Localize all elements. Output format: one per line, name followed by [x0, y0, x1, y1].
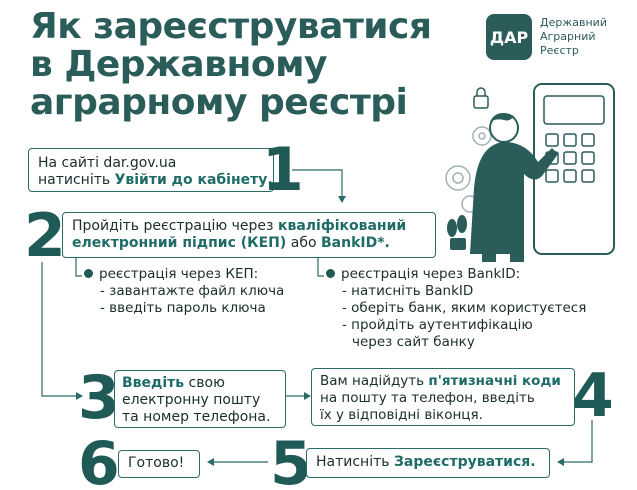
step-3-number: 3: [78, 363, 120, 433]
step-3-box: Введіть свою електронну пошту та номер т…: [114, 370, 286, 428]
kep-instructions: реєстрація через КЕП: - завантажте файл …: [84, 266, 284, 317]
done-text: Готово!: [128, 455, 185, 471]
registration-illustration-icon: [445, 83, 615, 262]
step-5-box: Натисніть Зареєструватися.: [306, 448, 550, 478]
step-1-line-1: На сайті dar.gov.ua: [38, 155, 177, 171]
title-line-1: Як зареєструватися: [30, 6, 432, 47]
login-cabinet-link: Увійти до кабінету.: [114, 172, 273, 188]
step-3-line-3: та номер телефона.: [122, 409, 271, 425]
step-6-box: Готово!: [118, 450, 200, 478]
step-3-line-1: Введіть свою: [122, 375, 225, 391]
step-1-box: На сайті dar.gov.ua натисніть Увійти до …: [28, 148, 274, 192]
step-2-line-2: електронний підпис (КЕП) або BankID*.: [72, 235, 390, 251]
step-3-line-2: електронну пошту: [122, 392, 261, 408]
step-4-number: 4: [572, 361, 614, 431]
bankid-item: через сайт банку: [352, 334, 475, 350]
lock-icon: [473, 87, 489, 109]
step-4-box: Вам надійдуть п'ятизначні коди на пошту …: [311, 368, 575, 426]
bankid-item: - пройдіть аутентифікацію: [342, 317, 533, 333]
bankid-instructions: реєстрація через BankID: - натисніть Ban…: [326, 266, 586, 351]
logo-text: Державний Аграрний Реєстр: [540, 16, 607, 57]
kep-heading: реєстрація через КЕП:: [99, 266, 259, 282]
title-line-2: в Державному: [30, 44, 327, 85]
step-2-number: 2: [24, 201, 66, 271]
step-4-line-2: на пошту та телефон, введіть: [320, 390, 535, 406]
kep-item: - введіть пароль ключа: [100, 300, 266, 316]
dar-logo: ДАР Державний Аграрний Реєстр: [486, 14, 607, 60]
bankid-item: - натисніть BankID: [342, 283, 474, 299]
step-4-line-3: їх у відповідні віконця.: [320, 407, 483, 423]
bankid-heading: реєстрація через BankID:: [341, 266, 521, 282]
step-1-number: 1: [262, 135, 304, 205]
page-title: Як зареєструватися в Державному аграрном…: [30, 8, 450, 122]
step-4-line-1: Вам надійдуть п'ятизначні коди: [320, 373, 561, 389]
step-5-number: 5: [270, 429, 312, 490]
bankid-item: - оберіть банк, яким користуєтеся: [342, 300, 587, 316]
kep-item: - завантажте файл ключа: [100, 283, 285, 299]
step-1-line-2: натисніть Увійти до кабінету.: [38, 172, 273, 188]
bullet-icon: [326, 268, 335, 278]
step-6-number: 6: [78, 429, 120, 490]
step-2-line-1: Пройдіть реєстрацію через кваліфікований: [72, 218, 407, 234]
step-5-line-1: Натисніть Зареєструватися.: [316, 454, 536, 470]
step-2-box: Пройдіть реєстрацію через кваліфікований…: [62, 212, 436, 258]
register-link: Зареєструватися.: [393, 454, 536, 470]
title-line-3: аграрному реєстрі: [30, 82, 408, 123]
bullet-icon: [84, 268, 93, 278]
logo-mark: ДАР: [486, 14, 532, 60]
